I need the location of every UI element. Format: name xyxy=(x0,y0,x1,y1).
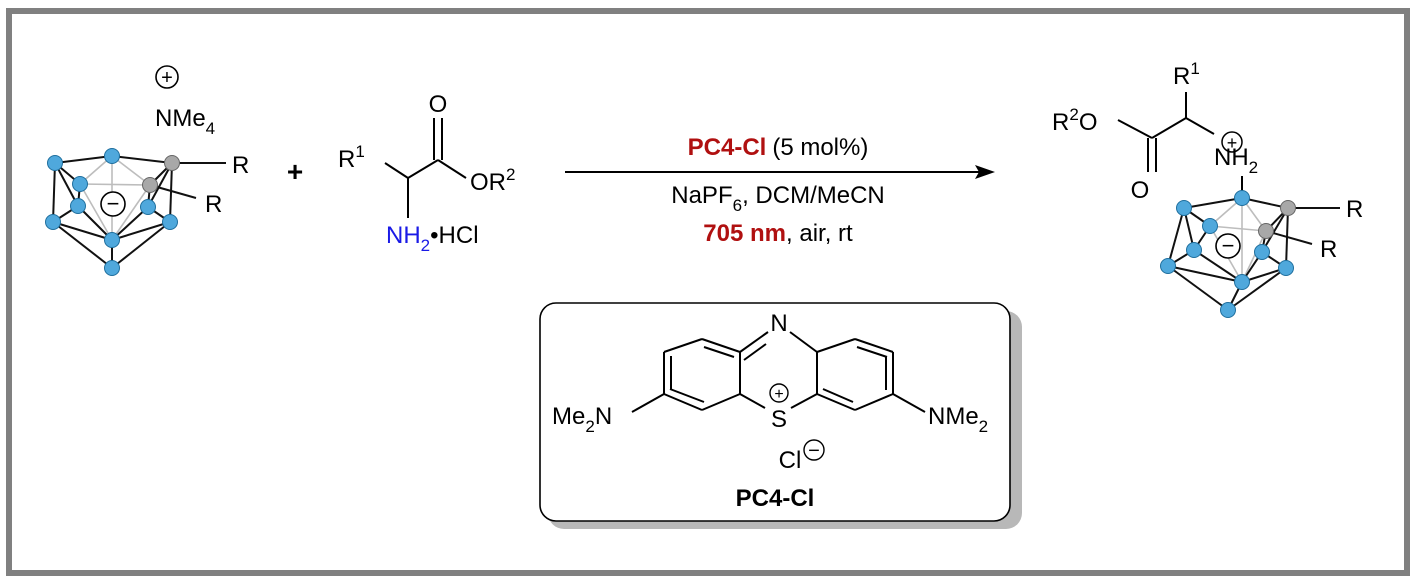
conditions-line-3: 705 nm, air, rt xyxy=(703,220,853,247)
product-carbon-atoms xyxy=(1258,200,1296,239)
product-substituent-r-2: R xyxy=(1320,236,1337,263)
substituent-r-1: R xyxy=(232,152,249,179)
product: R1 R2O O + NH2 xyxy=(1052,59,1363,318)
cage-charge-symbol: − xyxy=(107,191,120,216)
counterion-label: Cl xyxy=(779,447,802,474)
product-cage-charge-symbol: − xyxy=(1222,233,1235,258)
ammonium-charge-symbol: + xyxy=(1227,133,1238,153)
sulfur-charge-circle xyxy=(769,383,789,403)
carbonyl-o-label: O xyxy=(429,91,448,118)
cation-charge-circle xyxy=(155,65,179,89)
phenothiazinium-bonds xyxy=(631,331,926,413)
amine-label: NH2•HCl xyxy=(386,222,479,255)
ammonium-label: NH2 xyxy=(1214,144,1258,177)
reactant-carborane: + NMe4 xyxy=(45,65,249,276)
ring-sulfur: S xyxy=(771,406,787,433)
cation-label: NMe4 xyxy=(155,105,215,138)
counterion-charge-symbol: − xyxy=(808,440,820,462)
ester-label: OR2 xyxy=(470,165,515,196)
boron-atoms xyxy=(45,148,178,276)
cage-front-edges xyxy=(52,155,226,269)
amino-ester: R1 O OR2 NH2•HCl xyxy=(338,91,515,255)
right-amine-label: NMe2 xyxy=(928,403,988,436)
plus-sign: + xyxy=(287,156,303,187)
conditions-line-1: PC4-Cl(5 mol%) xyxy=(688,134,869,161)
product-bonds xyxy=(1117,92,1243,196)
left-amine-label: Me2N xyxy=(552,403,612,436)
catalyst-box: N + S Me2N NMe2 Cl − PC4-Cl xyxy=(539,302,1022,529)
ammonium-charge-circle xyxy=(1221,131,1243,153)
carbon-atoms xyxy=(142,155,180,193)
substituent-r-2: R xyxy=(205,191,222,218)
product-boron-atoms xyxy=(1160,190,1294,318)
conditions-line-2: NaPF6, DCM/MeCN xyxy=(671,182,885,215)
sulfur-charge-symbol: + xyxy=(774,386,783,403)
product-ester-label: R2O xyxy=(1052,105,1097,136)
product-substituent-r-1: R xyxy=(1346,196,1363,223)
counterion-charge-circle xyxy=(803,439,825,461)
product-r1-label: R1 xyxy=(1173,59,1200,90)
cation-charge-symbol: + xyxy=(161,67,173,89)
product-cage-charge-circle xyxy=(1215,233,1241,259)
reaction-arrow xyxy=(565,165,995,179)
product-carbonyl-o: O xyxy=(1131,177,1150,204)
ring-nitrogen: N xyxy=(770,310,787,337)
cage-charge-circle xyxy=(100,191,126,217)
r1-label: R1 xyxy=(338,142,365,173)
amino-ester-bonds xyxy=(384,118,467,218)
catalyst-name: PC4-Cl xyxy=(736,485,815,512)
